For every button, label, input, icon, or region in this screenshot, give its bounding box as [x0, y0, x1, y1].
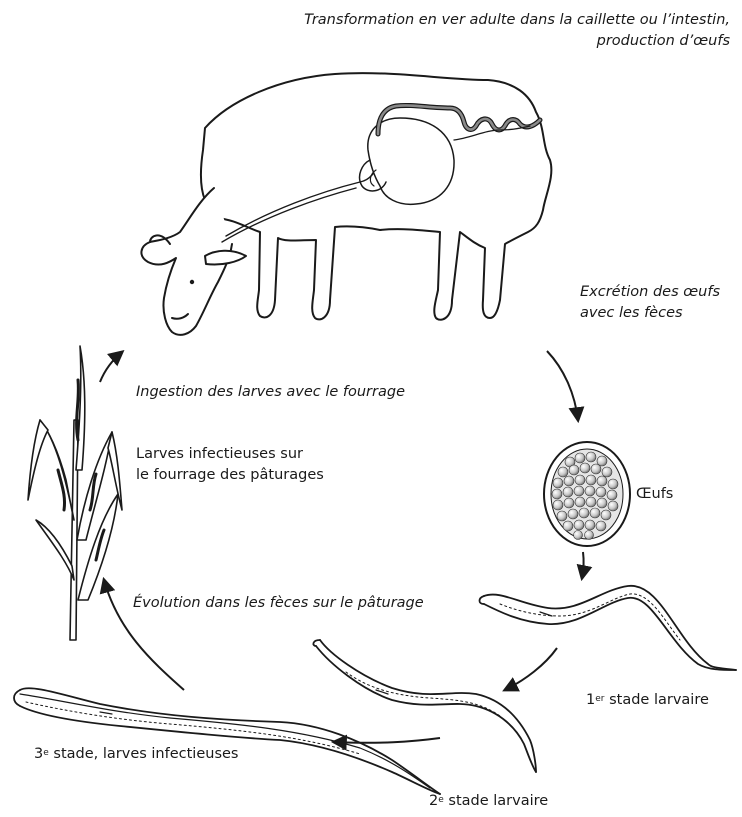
infectious-line2: le fourrage des pâturages: [136, 465, 324, 486]
larva-stage2-illustration: [313, 640, 536, 772]
cycle-arrows: [100, 351, 584, 743]
transformation-line2: production d’œufs: [230, 31, 730, 52]
egg-illustration: [544, 442, 630, 546]
stage3-suffix: e: [43, 748, 49, 758]
stage2-label: 2e stade larvaire: [429, 791, 548, 812]
larva-stage1-illustration: [480, 586, 737, 670]
sheep-illustration: [141, 73, 551, 335]
transformation-label: Transformation en ver adulte dans la cai…: [230, 10, 730, 52]
grass-illustration: [28, 346, 122, 640]
stage3-text: stade, larves infectieuses: [49, 746, 239, 762]
ingestion-label: Ingestion des larves avec le fourrage: [136, 382, 405, 403]
stage1-suffix: er: [595, 694, 604, 704]
infectious-larvae-label: Larves infectieuses sur le fourrage des …: [136, 444, 324, 486]
stage3-label: 3e stade, larves infectieuses: [34, 744, 238, 765]
stage2-text: stade larvaire: [444, 793, 548, 809]
arrow-stage1-to-stage2: [505, 648, 557, 690]
stage1-label: 1er stade larvaire: [586, 690, 709, 711]
stage1-text: stade larvaire: [604, 692, 708, 708]
arrow-grass-to-sheep: [100, 352, 122, 382]
excretion-line2: avec les fèces: [580, 303, 720, 324]
excretion-label: Excrétion des œufs avec les fèces: [580, 282, 720, 324]
eggs-label: Œufs: [636, 484, 673, 505]
stage2-suffix: e: [438, 795, 444, 805]
arrow-eggs-to-stage1: [582, 552, 584, 578]
evolution-label: Évolution dans les fèces sur le pâturage: [133, 593, 424, 614]
transformation-line1: Transformation en ver adulte dans la cai…: [230, 10, 730, 31]
stage3-number: 3: [34, 746, 43, 762]
arrow-excretion-to-eggs: [547, 351, 578, 420]
larva-stage3-illustration: [14, 688, 440, 794]
stage1-number: 1: [586, 692, 595, 708]
stage2-number: 2: [429, 793, 438, 809]
excretion-line1: Excrétion des œufs: [580, 282, 720, 303]
infectious-line1: Larves infectieuses sur: [136, 444, 324, 465]
